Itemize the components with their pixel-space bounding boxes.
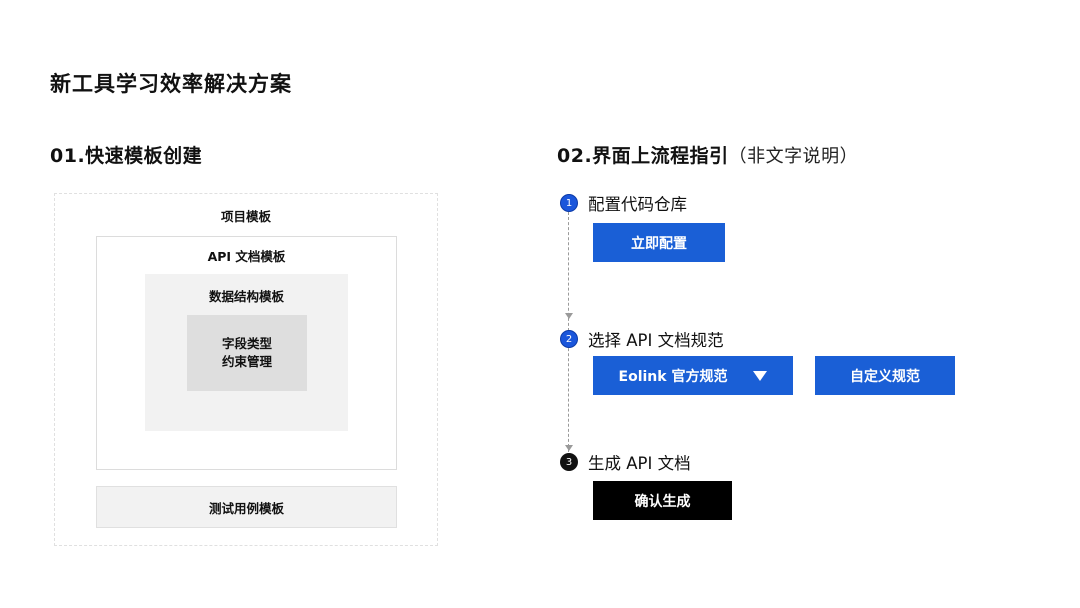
arrow-down-icon xyxy=(565,313,573,319)
step-2-badge: 2 xyxy=(560,330,578,348)
configure-now-button[interactable]: 立即配置 xyxy=(593,223,725,262)
page-title: 新工具学习效率解决方案 xyxy=(50,72,292,96)
constraint-management-label: 约束管理 xyxy=(221,354,272,369)
step-1-label: 配置代码仓库 xyxy=(588,195,687,214)
step-1-badge: 1 xyxy=(560,194,578,212)
field-type-constraint-box: 字段类型 约束管理 xyxy=(187,315,307,391)
field-type-label: 字段类型 xyxy=(221,336,272,351)
project-template-box: 项目模板 xyxy=(54,193,438,546)
test-case-template-label: 测试用例模板 xyxy=(208,500,284,516)
project-template-label: 项目模板 xyxy=(220,209,271,224)
step-3-badge: 3 xyxy=(560,453,578,471)
data-structure-template-label: 数据结构模板 xyxy=(208,289,284,304)
confirm-generate-button[interactable]: 确认生成 xyxy=(593,481,732,520)
step-3-label: 生成 API 文档 xyxy=(588,454,691,473)
caret-down-icon xyxy=(753,370,768,381)
section2-subtitle: （非文字说明） xyxy=(728,146,859,167)
section2-title-main: 02.界面上流程指引 xyxy=(557,145,729,167)
section2-title: 02.界面上流程指引（非文字说明） xyxy=(557,141,858,168)
section1-title: 01.快速模板创建 xyxy=(50,145,203,167)
step-2-label: 选择 API 文档规范 xyxy=(588,331,724,350)
custom-spec-button[interactable]: 自定义规范 xyxy=(815,356,955,395)
api-doc-template-label: API 文档模板 xyxy=(207,249,286,264)
spec-dropdown-value: Eolink 官方规范 xyxy=(618,368,728,385)
spec-dropdown[interactable]: Eolink 官方规范 xyxy=(593,356,793,395)
arrow-down-icon xyxy=(565,445,573,451)
data-structure-template-box: 数据结构模板 xyxy=(145,274,348,431)
test-case-template-box: 测试用例模板 xyxy=(96,486,397,528)
